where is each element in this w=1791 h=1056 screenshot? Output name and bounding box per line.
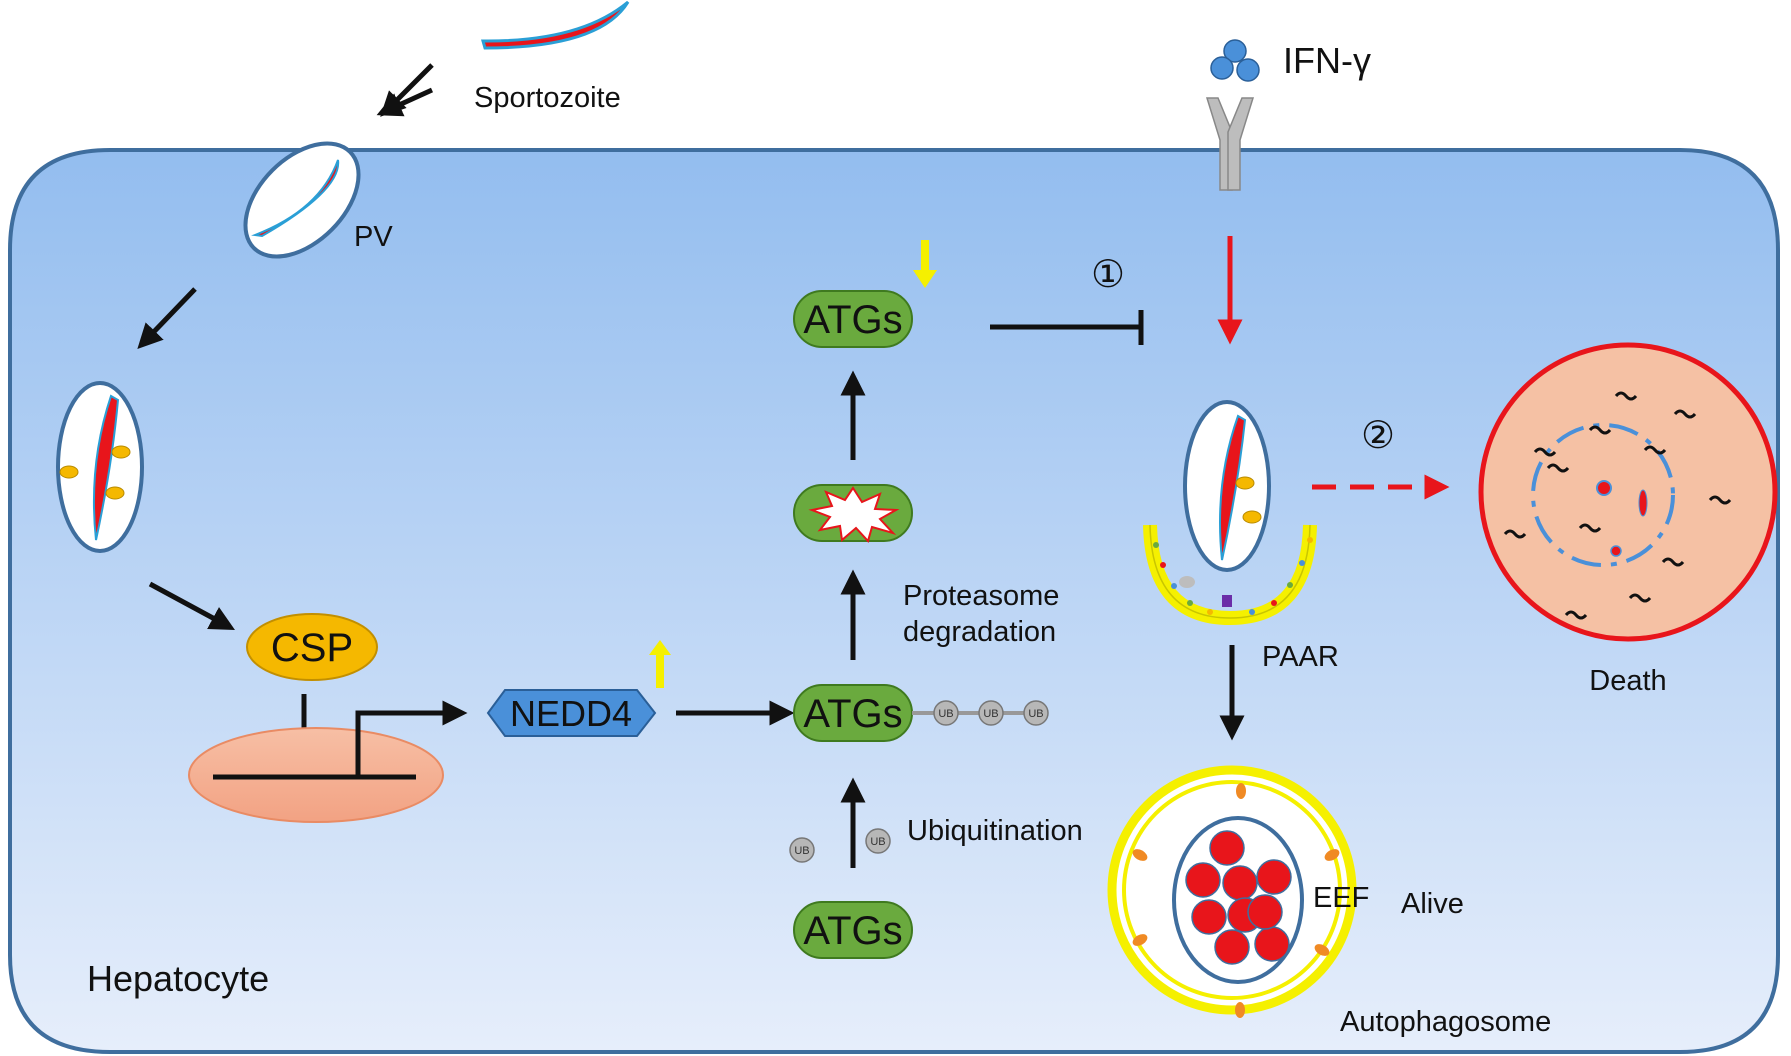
ifn-receptor-icon <box>1205 97 1255 191</box>
svg-text:ATGs: ATGs <box>803 298 902 342</box>
degraded-atgs-icon <box>793 484 913 543</box>
ub-icon: UB <box>1023 700 1049 726</box>
svg-text:NEDD4: NEDD4 <box>510 693 632 734</box>
nucleus-icon <box>188 700 468 823</box>
pv-arrow <box>137 287 197 350</box>
svg-text:UB: UB <box>870 836 885 848</box>
paar-membrane-icon <box>1143 524 1317 626</box>
sporozoite-icon <box>481 0 630 50</box>
proteasome-label: Proteasome <box>903 580 1059 612</box>
svg-text:UB: UB <box>1028 708 1043 720</box>
eef-label: EEF <box>1313 882 1369 914</box>
eef-icon <box>1172 816 1304 984</box>
death-label: Death <box>1589 665 1666 697</box>
svg-text:ATGs: ATGs <box>803 692 902 736</box>
parasite-to-csp-arrow <box>148 581 235 630</box>
inhibition-line <box>990 310 1144 345</box>
sporozoite-label: Sportozoite <box>474 82 621 114</box>
svg-text:UB: UB <box>938 708 953 720</box>
paar-parasite-icon <box>1183 400 1271 572</box>
ub-chain: UB UB UB <box>933 700 1049 726</box>
ub-icon: UB <box>933 700 959 726</box>
dead-parasite-icon <box>1478 342 1778 642</box>
ifn-gamma-label: IFN-γ <box>1283 40 1371 81</box>
nedd4-node: NEDD4 <box>486 689 657 737</box>
alive-label: Alive <box>1401 888 1464 920</box>
svg-text:UB: UB <box>983 708 998 720</box>
step-2-label: ② <box>1361 413 1395 457</box>
ifn-gamma-icon <box>1210 39 1260 82</box>
atgs-bottom-node: ATGs <box>793 901 913 959</box>
ub-icon: UB <box>865 828 891 854</box>
degradation-label: degradation <box>903 616 1056 648</box>
ub-icon: UB <box>789 837 815 863</box>
pv-vacuole-icon <box>243 141 361 259</box>
paar-label: PAAR <box>1262 641 1339 673</box>
svg-text:UB: UB <box>794 845 809 857</box>
svg-text:ATGs: ATGs <box>803 909 902 953</box>
atgs-top-node: ATGs <box>793 290 913 348</box>
atgs-ubiquitinated-node: ATGs <box>793 684 1036 742</box>
parasite-vacuole-icon <box>56 381 144 553</box>
ubiquitination-label: Ubiquitination <box>907 815 1083 847</box>
hepatocyte-label: Hepatocyte <box>87 958 269 999</box>
atgs-down-arrow-icon <box>913 240 937 288</box>
svg-text:CSP: CSP <box>271 626 353 670</box>
nedd4-up-arrow-icon <box>649 640 671 688</box>
step-1-label: ① <box>1091 252 1125 296</box>
autophagosome-label: Autophagosome <box>1340 1006 1551 1038</box>
pv-label: PV <box>354 221 393 253</box>
entry-arrow-2 <box>380 63 434 117</box>
ub-icon: UB <box>978 700 1004 726</box>
csp-node: CSP <box>246 613 378 681</box>
